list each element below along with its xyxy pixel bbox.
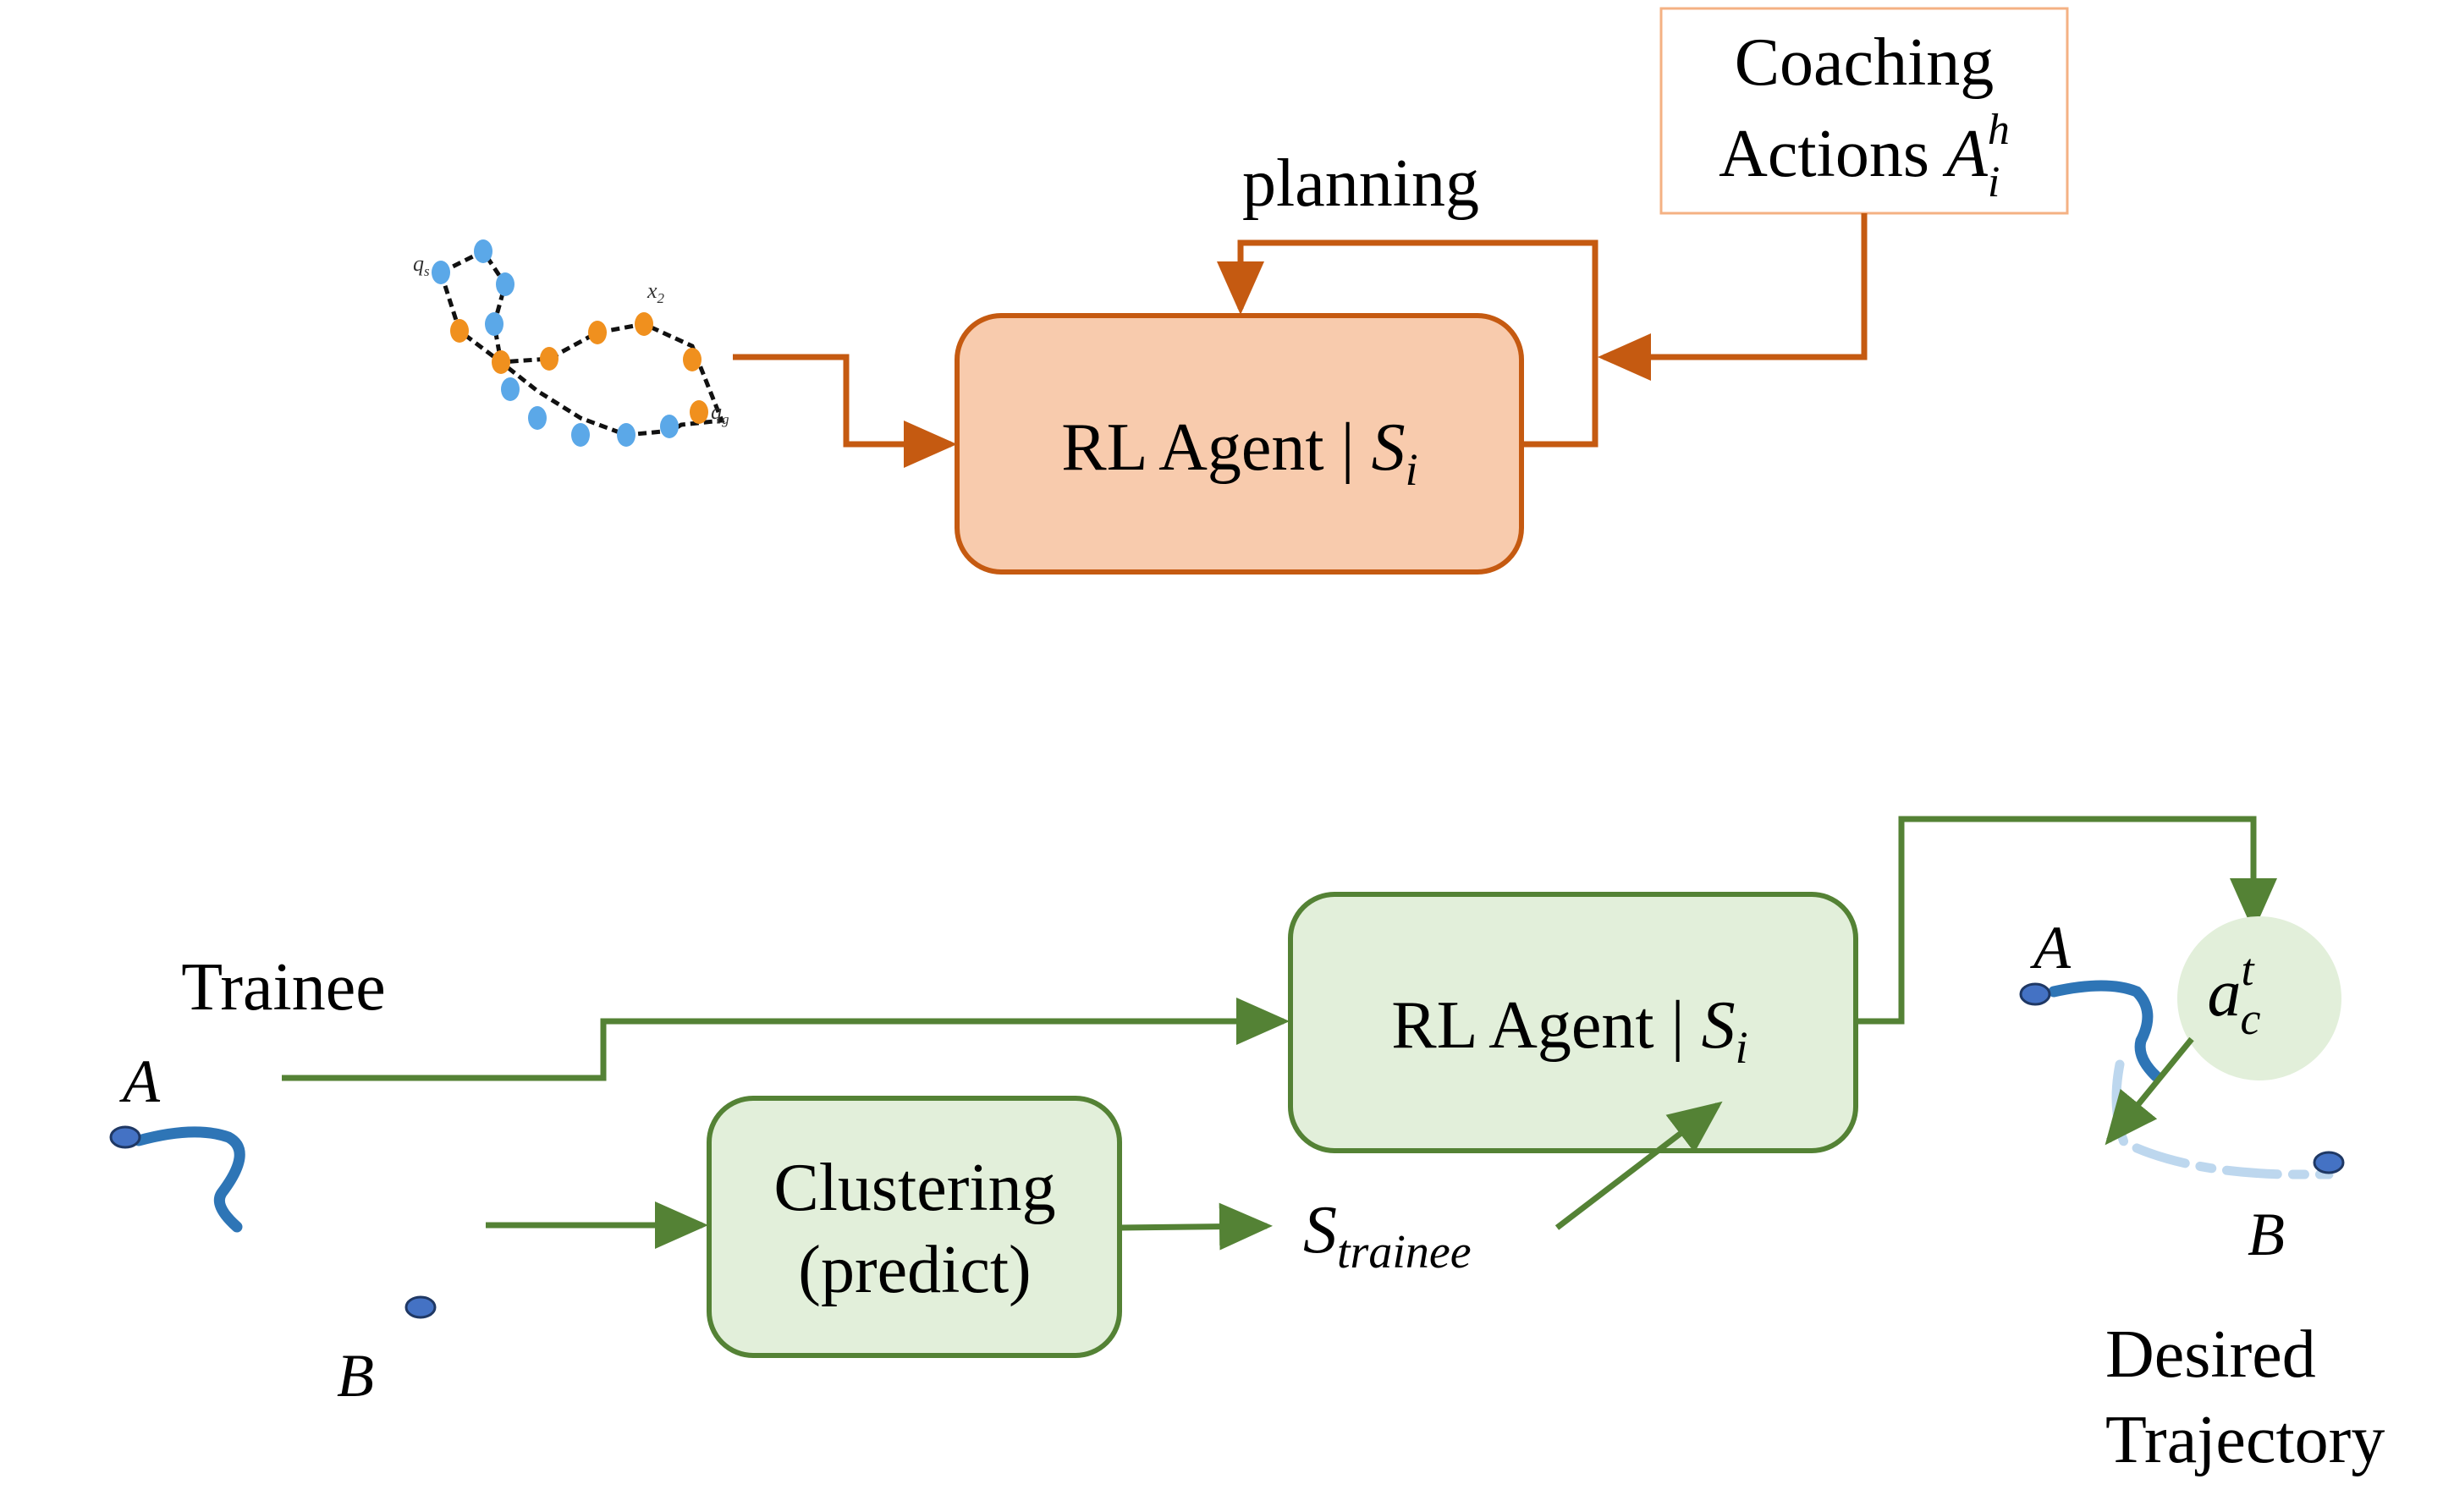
trainee-path <box>133 1126 245 1233</box>
rl-agent-box-bottom: RL Agent | Si <box>1288 892 1858 1153</box>
coaching-label: Coaching <box>1735 25 1995 100</box>
point-b-label: B <box>337 1342 374 1410</box>
graph-label-start: qs <box>413 251 430 279</box>
rl-agent-box-top: RL Agent | Si <box>955 313 1524 575</box>
action-to-trajectory-arrow <box>2105 1036 2194 1146</box>
desired-point-a-dot <box>2019 982 2051 1006</box>
desired-dashed-path <box>2111 1059 2334 1179</box>
point-a-dot <box>109 1125 141 1149</box>
trainee-to-agent-arrow <box>282 998 1290 1081</box>
desired-point-b-dot <box>2313 1151 2345 1174</box>
desired-point-a-label: A <box>2030 914 2072 981</box>
roadmap-graph: qs x2 qg <box>413 239 729 447</box>
graph-to-agent-arrow <box>733 354 957 468</box>
strainee-to-agent-arrow <box>1554 1101 1723 1230</box>
graph-label-mid: x2 <box>647 278 665 306</box>
planning-label: planning <box>1242 146 1479 221</box>
point-a-label: A <box>119 1047 161 1115</box>
orange-nodes <box>450 312 708 424</box>
desired-label-line1: Desired <box>2105 1317 2316 1392</box>
s-trainee-label: Strainee <box>1303 1193 1472 1278</box>
clustering-label: Clustering <box>773 1151 1055 1225</box>
desired-point-b-label: B <box>2248 1201 2285 1268</box>
agent-to-action-arrow <box>1856 816 2277 1025</box>
graph-label-goal: qg <box>711 399 729 427</box>
coaching-to-agent-arrow <box>1598 213 1868 381</box>
blue-nodes <box>432 239 679 447</box>
desired-label-line2: Trajectory <box>2105 1403 2385 1477</box>
predict-label: (predict) <box>798 1233 1031 1307</box>
clustering-to-strainee-arrow <box>1119 1202 1273 1251</box>
clustering-box: Clustering (predict) <box>707 1096 1122 1358</box>
trainee-label: Trainee <box>181 950 385 1025</box>
point-b-dot <box>404 1295 437 1319</box>
planning-loop-arrow <box>1217 239 1598 448</box>
roadmap-path <box>438 248 725 437</box>
trainee-trajectory: A B <box>109 1047 437 1410</box>
rl-agent-label-top: RL Agent | Si <box>1061 410 1417 495</box>
desired-solid-path <box>2048 980 2162 1082</box>
rl-agent-label-bottom: RL Agent | Si <box>1391 988 1747 1073</box>
